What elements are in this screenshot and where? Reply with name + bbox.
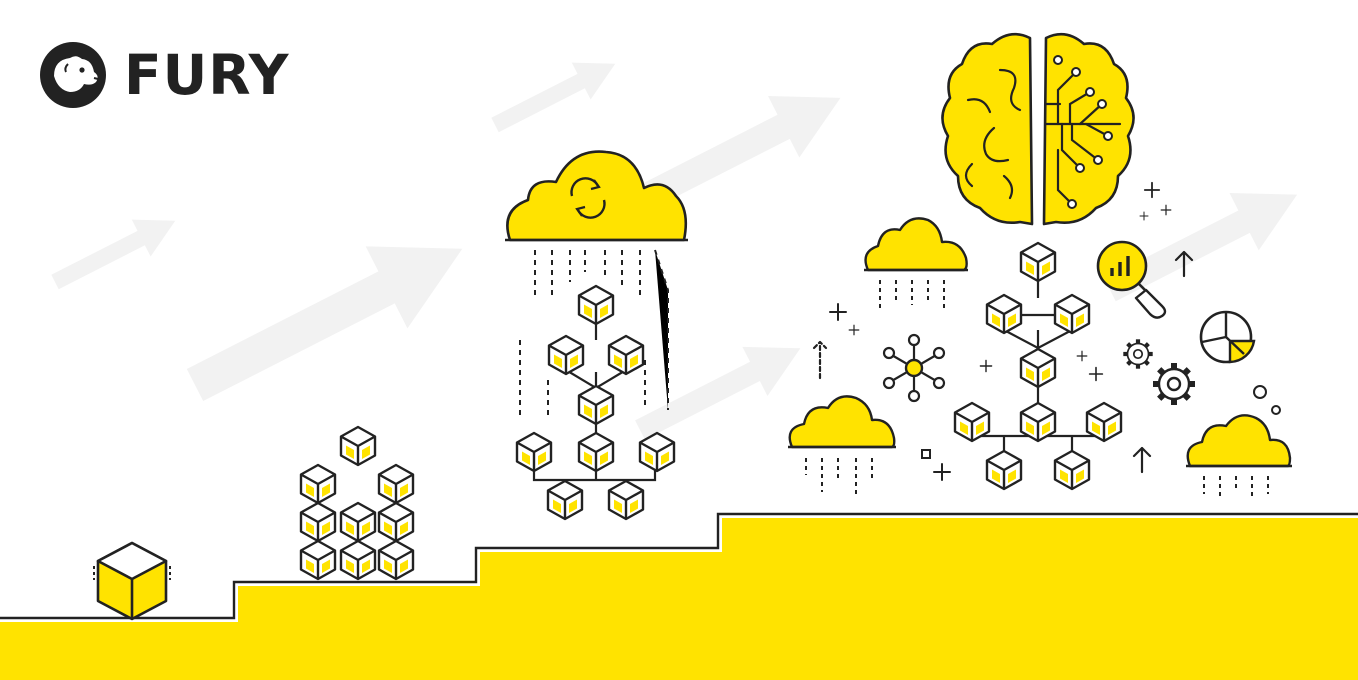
pie-chart-icon [1199,310,1256,364]
brain-circuit-icon [941,32,1135,226]
blockchain-network-icon [515,284,676,521]
analytics-magnifier-icon [1096,240,1167,319]
cube-icon [93,541,171,621]
cloud-icon [788,395,896,498]
staircase-ground [0,512,1358,680]
sparkle-icon [829,181,1281,481]
brand-name: FURY [124,43,290,107]
bear-head-icon [40,42,106,108]
cloud-icon [864,217,968,310]
gear-icon [1123,339,1195,405]
cube-stack-icon [299,425,415,581]
cloud-icon [1186,414,1292,500]
up-arrow-icon [812,250,1194,474]
brand-logo[interactable]: FURY [40,42,289,108]
cloud-sync-icon [505,150,688,242]
data-rain [519,249,669,420]
hub-network-icon [882,333,946,403]
blockchain-network-icon [953,241,1123,491]
